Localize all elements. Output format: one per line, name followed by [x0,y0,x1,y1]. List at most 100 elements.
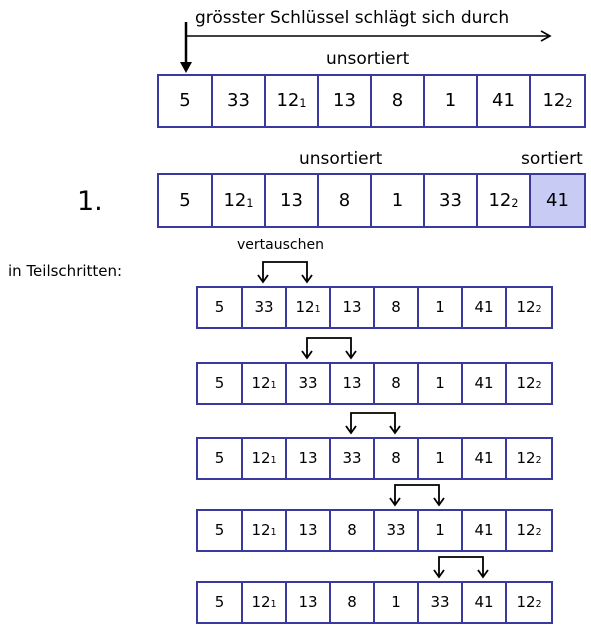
array-cell: 33 [331,439,375,478]
cell-subscript: 1 [314,304,321,316]
array-cell: 33 [375,511,419,550]
cell-subscript: 1 [270,380,277,392]
array-cell: 33 [419,583,463,622]
cell-value: 41 [474,449,494,467]
cell-value: 5 [214,449,225,467]
cell-value: 33 [227,90,250,111]
swap-arrowhead [345,350,357,360]
array-cell: 41 [463,439,507,478]
cell-value: 5 [214,374,225,392]
swap-arrowhead [389,425,401,435]
unsorted-label-step: unsortiert [299,149,383,169]
array-cell: 33 [287,364,331,403]
cell-subscript: 2 [511,196,519,210]
array-cell: 33 [243,288,287,327]
array-cell: 1 [419,364,463,403]
cell-value: 1 [435,374,445,392]
cell-subscript: 2 [535,380,542,392]
array-cell: 13 [331,364,375,403]
array-cell: 41 [463,583,507,622]
swap-arrowhead [301,274,313,284]
array-cell: 5 [198,439,243,478]
cell-subscript: 1 [299,97,307,111]
cell-value: 12 [516,374,536,392]
cell-value: 5 [179,189,191,211]
cell-value: 1 [391,189,404,211]
swap-arrowhead [433,497,445,507]
cell-value: 8 [338,189,351,211]
array-cell: 8 [375,439,419,478]
array-cell: 41 [531,175,586,226]
array-cell: 13 [287,583,331,622]
cell-value: 13 [298,449,318,467]
cell-subscript: 2 [535,304,542,316]
swap-arrowhead [257,274,269,284]
cell-value: 12 [251,374,271,392]
array-cell: 8 [375,288,419,327]
swap-bracket [262,261,308,282]
cell-value: 12 [223,189,247,211]
cell-value: 12 [542,90,566,111]
cell-value: 13 [298,521,318,539]
cell-value: 1 [435,449,445,467]
cell-value: 8 [391,90,404,111]
cell-value: 12 [488,189,512,211]
cell-value: 8 [347,593,357,611]
cell-value: 5 [214,521,225,539]
cell-value: 12 [251,449,271,467]
cell-value: 13 [333,90,356,111]
array-cell: 1 [375,583,419,622]
cell-value: 33 [342,449,362,467]
array-cell: 8 [319,175,372,226]
cell-value: 8 [391,449,401,467]
cell-value: 1 [391,593,401,611]
array-cell: 1 [419,511,463,550]
swap-bracket [350,412,396,433]
substeps-label: in Teilschritten: [8,262,123,280]
array-cell: 8 [372,76,425,126]
swap-bracket [438,556,484,577]
cell-value: 41 [474,374,494,392]
array-cell: 41 [478,76,531,126]
swap-arrowhead [389,497,401,507]
array-cell: 1 [419,288,463,327]
array-cell: 5 [159,175,213,226]
cell-value: 33 [430,593,450,611]
cell-value: 33 [298,374,318,392]
cell-subscript: 1 [270,455,277,467]
array-cell: 1 [419,439,463,478]
sorted-label-step: sortiert [521,149,583,169]
swap-bracket [394,484,440,505]
array-cell: 13 [287,511,331,550]
cell-value: 5 [179,90,191,111]
cell-subscript: 2 [565,97,573,111]
array-cell: 33 [425,175,478,226]
array-cell: 41 [463,364,507,403]
header-arrow-label: grösster Schlüssel schlägt sich durch [195,8,510,28]
array-cell: 8 [331,583,375,622]
cell-value: 33 [439,189,462,211]
cell-value: 12 [251,593,271,611]
array-cell: 1 [372,175,425,226]
cell-value: 33 [386,521,406,539]
swap-bracket [306,337,352,358]
cell-value: 41 [474,521,494,539]
cell-subscript: 2 [535,455,542,467]
cell-value: 13 [298,593,318,611]
cell-subscript: 1 [270,527,277,539]
cell-value: 8 [347,521,357,539]
